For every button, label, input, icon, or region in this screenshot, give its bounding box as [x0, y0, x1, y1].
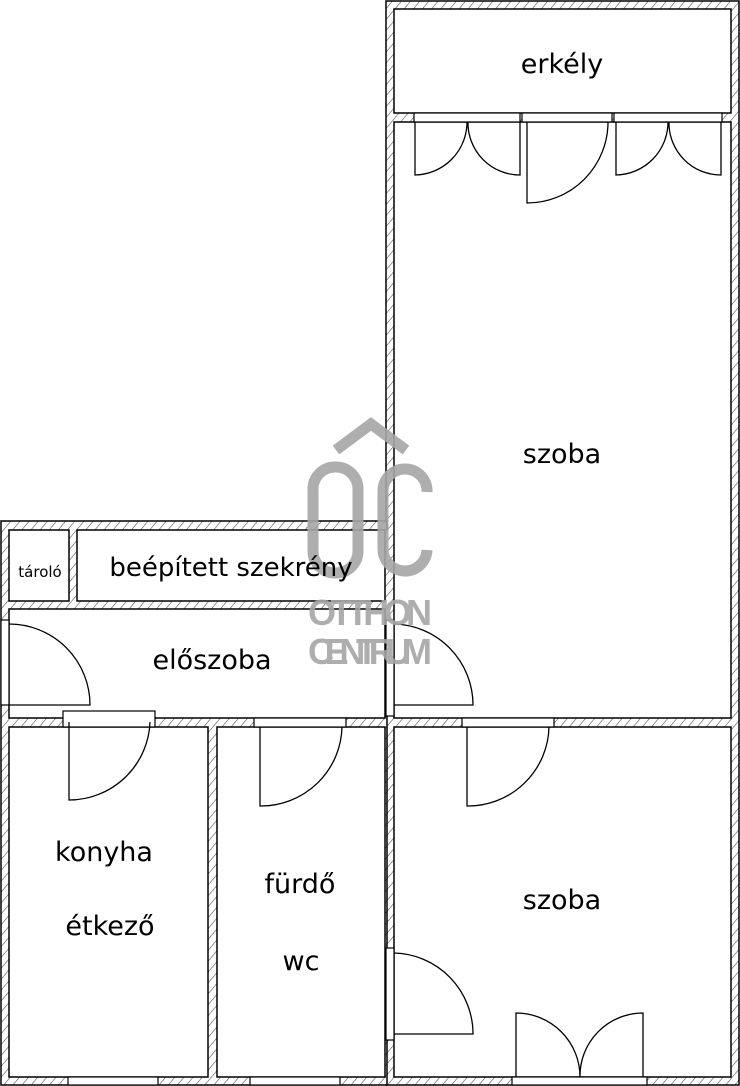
logo-text-centrum: CENTRUM — [308, 631, 432, 672]
door-furdo — [259, 726, 343, 807]
door-erkely-3 — [615, 121, 722, 176]
room-furdo — [216, 726, 386, 1078]
label-tarolo: tároló — [18, 563, 61, 581]
room-szoba-bottom — [393, 726, 732, 1078]
door-szoba-bottom-side — [393, 952, 474, 1035]
label-wc: wc — [283, 946, 320, 977]
label-beepitett-szekreny: beépített szekrény — [109, 553, 352, 583]
room-erkely — [393, 8, 732, 114]
room-szoba-top — [393, 121, 732, 719]
door-erkely-2 — [526, 121, 609, 204]
label-szoba-bottom: szoba — [523, 885, 601, 916]
label-furdo: fürdő — [265, 869, 336, 900]
room-beepitett-szekreny — [76, 529, 386, 602]
otthon-centrum-logo: OTTHON CENTRUM — [307, 417, 433, 672]
label-erkely: erkély — [521, 49, 603, 80]
door-erkely-1 — [414, 121, 521, 176]
room-konyha — [8, 726, 209, 1078]
logo-text-otthon: OTTHON — [308, 592, 432, 633]
door-konyha — [68, 721, 151, 801]
door-szoba-bottom-double — [515, 1012, 644, 1078]
label-szoba-top: szoba — [523, 439, 601, 470]
openings — [0, 112, 723, 1086]
room-eloszoba — [8, 608, 386, 719]
door-szoba-top — [393, 623, 474, 706]
door-entrance — [8, 623, 91, 706]
door-szoba-bottom — [466, 726, 550, 807]
label-konyha: konyha — [55, 837, 153, 868]
room-tarolo — [8, 529, 70, 602]
label-etkezo: étkező — [65, 911, 154, 942]
label-eloszoba: előszoba — [152, 645, 271, 676]
